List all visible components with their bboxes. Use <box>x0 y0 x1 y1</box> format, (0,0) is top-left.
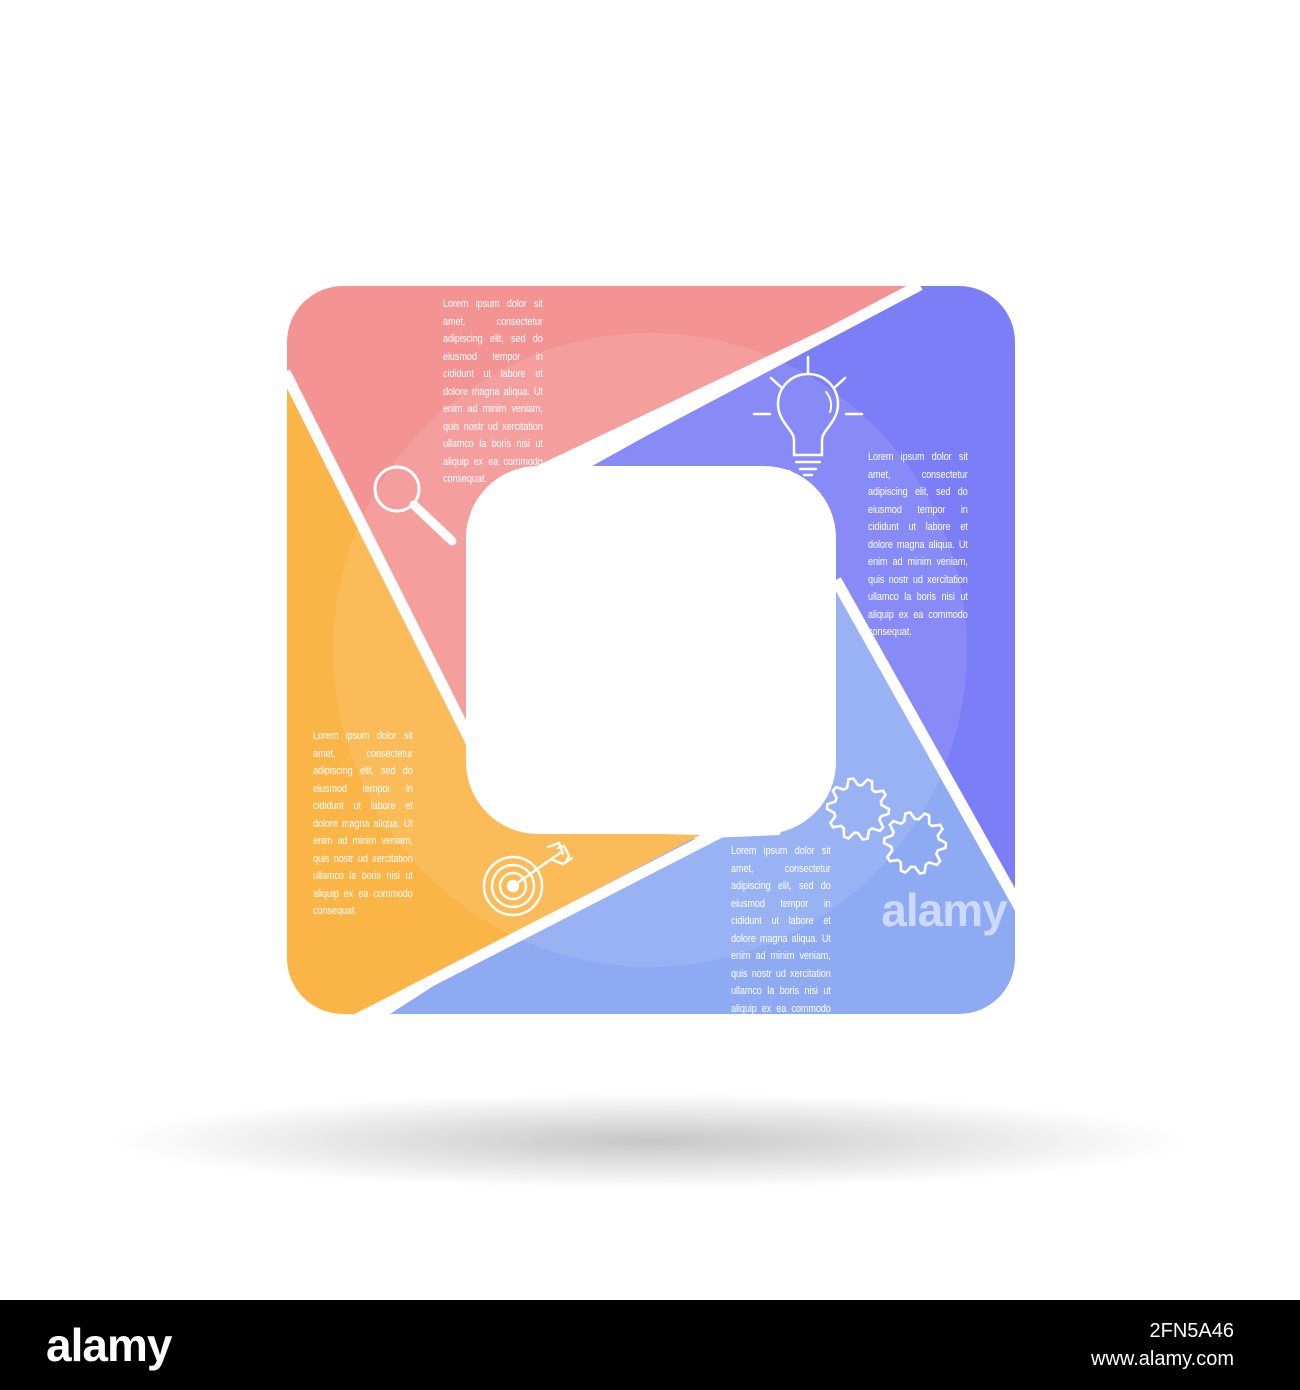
watermark-text: alamy <box>881 884 1008 936</box>
drop-shadow <box>110 1093 1190 1189</box>
footer-bar: alamy 2FN5A46 www.alamy.com <box>0 1300 1300 1390</box>
segment-target-text: Lorem ipsum dolor sit amet, consectetur … <box>313 730 413 917</box>
gear-shape <box>882 810 948 876</box>
footer-logo: alamy <box>46 1319 172 1371</box>
center-square <box>466 466 836 834</box>
separators <box>287 286 1015 1014</box>
footer-url: www.alamy.com <box>1091 1348 1234 1370</box>
magnifier-icon <box>373 465 457 546</box>
segment-process-text: Lorem ipsum dolor sit amet, consectetur … <box>731 845 831 1032</box>
infographic-graphic: alamy <box>110 286 1190 1189</box>
segment-idea-text: Lorem ipsum dolor sit amet, consectetur … <box>868 451 968 638</box>
lightbulb-icon <box>752 355 864 477</box>
segment-research-text: Lorem ipsum dolor sit amet, consectetur … <box>443 298 543 485</box>
target-icon <box>482 841 574 917</box>
segment-process <box>390 585 1015 1014</box>
gear-shape <box>825 776 891 842</box>
footer-image-id: 2FN5A46 <box>1149 1320 1235 1342</box>
segment-idea <box>585 286 1015 905</box>
gears-icon <box>825 776 948 876</box>
infographic: alamy Lorem ipsum dolor sit amet, consec… <box>110 286 1190 1189</box>
